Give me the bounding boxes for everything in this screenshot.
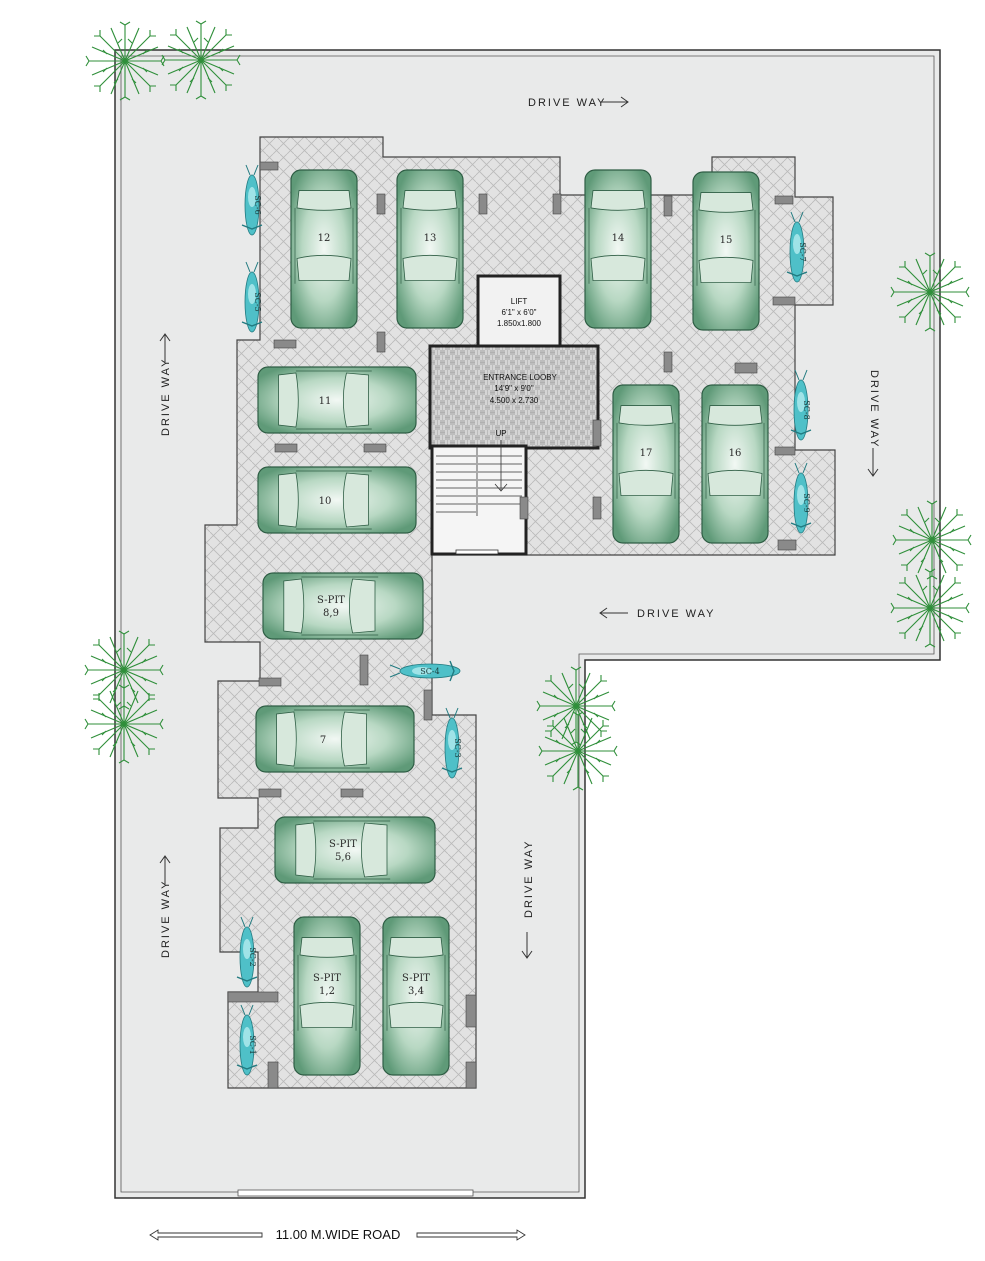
scooter-icon — [236, 1004, 258, 1076]
car-slot-number: 3,4 — [408, 986, 424, 997]
scooter-slot-sc-4: SC-4 — [389, 660, 461, 682]
car-slot-7: 7 — [255, 705, 415, 773]
scooter-slot-label: SC-5 — [253, 292, 262, 311]
scooter-slot-label: SC-1 — [248, 1035, 257, 1054]
car-slot-12: 12 — [290, 169, 358, 329]
scooter-icon — [790, 462, 812, 534]
scooter-parking-slots: SC-6SC-5 SC-7SC-8SC-9SC-4SC-3SC-2SC-1 — [236, 164, 812, 1076]
car-slot-label: S-PIT — [329, 839, 357, 850]
stair-up-label: UP — [495, 429, 506, 438]
svg-text:DRIVE WAY: DRIVE WAY — [637, 608, 716, 620]
scooter-slot-label: SC-3 — [453, 738, 462, 757]
lift-size-imperial: 6'1" x 6'0" — [502, 308, 537, 317]
car-slot-10: 10 — [257, 466, 417, 534]
car-slot-16: 16 — [701, 384, 769, 544]
svg-text:DRIVE WAY: DRIVE WAY — [160, 357, 172, 436]
lobby-size-metric: 4.500 x 2.730 — [490, 396, 539, 405]
car-slot-17: 17 — [612, 384, 680, 544]
car-slot-label: 10 — [319, 496, 332, 507]
car-slot-label: 11 — [319, 396, 332, 407]
car-slot-number: 5,6 — [335, 852, 351, 863]
car-slot-s56: S-PIT 5,6 — [274, 816, 436, 884]
drive-way-left-upper: DRIVE WAY — [159, 333, 172, 436]
car-slot-11: 11 — [257, 366, 417, 434]
entrance-lobby: ENTRANCE LOOBY 14'9" x 9'0" 4.500 x 2.73… — [428, 344, 600, 556]
svg-text:DRIVE WAY: DRIVE WAY — [868, 370, 880, 449]
scooter-slot-sc-9: SC-9 — [790, 462, 812, 534]
car-slot-label: S-PIT — [317, 595, 345, 606]
road-name: 11.00 M.WIDE ROAD — [276, 1227, 401, 1242]
scooter-slot-sc-1: SC-1 — [236, 1004, 258, 1076]
car-slot-label: 12 — [318, 233, 331, 244]
scooter-slot-sc-8: SC-8 — [790, 369, 812, 441]
car-slot-s34: S-PIT 3,4 — [382, 916, 450, 1076]
car-slot-14: 14 — [584, 169, 652, 329]
lift: LIFT 6'1" x 6'0" 1.850x1.800 — [476, 274, 562, 348]
scooter-slot-sc-5: SC-5 — [241, 261, 263, 333]
lobby-title: ENTRANCE LOOBY — [483, 373, 557, 382]
lift-title: LIFT — [511, 297, 528, 306]
lobby-size-imperial: 14'9" x 9'0" — [494, 384, 534, 393]
scooter-icon — [790, 369, 812, 441]
svg-text:DRIVE WAY: DRIVE WAY — [160, 879, 172, 958]
car-slot-label: 17 — [640, 448, 653, 459]
car-slot-label: 16 — [729, 448, 742, 459]
car-slot-13: 13 — [396, 169, 464, 329]
scooter-icon — [389, 660, 461, 682]
car-slot-label: S-PIT — [313, 973, 341, 984]
drive-way-middle: DRIVE WAY — [599, 607, 716, 620]
scooter-slot-label: SC-7 — [798, 242, 807, 261]
car-slot-s89: S-PIT 8,9 — [262, 572, 424, 640]
scooter-slot-label: SC-9 — [802, 493, 811, 512]
scooter-icon — [441, 707, 463, 779]
car-slot-label: 13 — [424, 233, 437, 244]
car-slot-number: 8,9 — [323, 608, 339, 619]
car-slot-label: 7 — [320, 735, 326, 746]
svg-text:DRIVE WAY: DRIVE WAY — [523, 839, 535, 918]
road-label: 11.00 M.WIDE ROAD — [149, 1227, 526, 1242]
scooter-slot-sc-6: SC-6 — [241, 164, 263, 236]
scooter-slot-sc-2: SC-2 — [236, 916, 258, 988]
scooter-slot-label: SC-4 — [420, 667, 439, 676]
scooter-icon — [241, 164, 263, 236]
scooter-slot-sc-7: SC-7 — [786, 211, 808, 283]
scooter-icon — [786, 211, 808, 283]
scooter-icon — [236, 916, 258, 988]
scooter-slot-label: SC-8 — [802, 400, 811, 419]
drive-way-right: DRIVE WAY — [867, 370, 880, 477]
drive-way-left-lower: DRIVE WAY — [159, 855, 172, 958]
car-slot-label: 14 — [612, 233, 625, 244]
lift-size-metric: 1.850x1.800 — [497, 319, 542, 328]
car-slot-label: 15 — [720, 235, 733, 246]
drive-way-center-lower: DRIVE WAY — [521, 839, 535, 959]
scooter-slot-label: SC-2 — [248, 947, 257, 966]
scooter-slot-sc-3: SC-3 — [441, 707, 463, 779]
scooter-slot-label: SC-6 — [253, 195, 262, 214]
car-slot-s12: S-PIT 1,2 — [293, 916, 361, 1076]
car-slot-number: 1,2 — [319, 986, 335, 997]
car-slot-label: S-PIT — [402, 973, 430, 984]
car-slot-15: 15 — [692, 171, 760, 331]
columns — [227, 161, 797, 1089]
scooter-icon — [241, 261, 263, 333]
svg-text:DRIVE WAY: DRIVE WAY — [528, 97, 607, 109]
drive-way-top: DRIVE WAY — [528, 96, 629, 109]
